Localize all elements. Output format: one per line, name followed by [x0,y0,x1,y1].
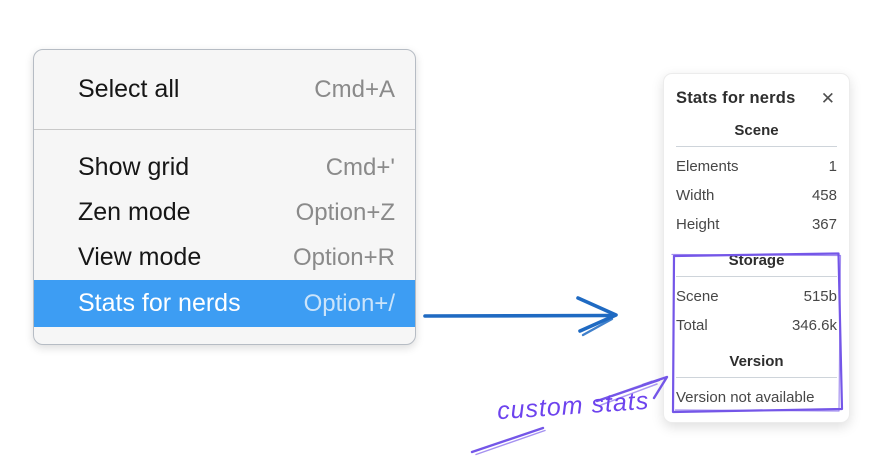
stat-label: Scene [676,288,719,305]
menu-item-label: Zen mode [78,198,191,226]
stat-row-height: Height 367 [676,210,837,239]
stats-panel: Stats for nerds ✕ Scene Elements 1 Width… [663,73,850,423]
menu-item-view-mode[interactable]: View mode Option+R [34,235,415,280]
section-divider [676,276,837,277]
stat-value: 515b [803,288,837,305]
blue-arrow [423,296,618,337]
menu-item-shortcut: Cmd+' [325,153,395,181]
menu-item-shortcut: Cmd+A [314,75,395,103]
menu-item-label: Show grid [78,153,190,181]
context-menu: Select all Cmd+A Show grid Cmd+' Zen mod… [33,49,416,345]
stat-label: Width [676,187,715,204]
menu-item-zen-mode[interactable]: Zen mode Option+Z [34,190,415,235]
stat-row-elements: Elements 1 [676,152,837,181]
menu-group: Show grid Cmd+' Zen mode Option+Z View m… [34,130,415,344]
menu-item-stats-for-nerds[interactable]: Stats for nerds Option+/ [34,280,415,327]
stats-panel-header: Stats for nerds ✕ [676,88,837,109]
menu-item-label: View mode [78,243,202,271]
menu-item-shortcut: Option+/ [303,289,395,317]
stat-label: Elements [676,158,739,175]
stat-label: Total [676,317,708,334]
stat-row-scene-size: Scene 515b [676,282,837,311]
section-divider [676,146,837,147]
stat-label: Height [676,216,720,233]
version-section: Version Version not available [676,353,837,413]
menu-divider [34,129,415,130]
stat-row-width: Width 458 [676,181,837,210]
menu-item-label: Stats for nerds [78,289,241,317]
storage-section: Storage Scene 515b Total 346.6k [676,252,837,340]
stats-panel-title: Stats for nerds [676,89,796,107]
menu-item-show-grid[interactable]: Show grid Cmd+' [34,145,415,190]
version-heading: Version [729,353,784,370]
version-note: Version not available [676,389,815,406]
scene-heading: Scene [734,122,779,139]
stat-value: 458 [811,187,837,204]
section-divider [676,377,837,378]
menu-item-shortcut: Option+Z [295,198,395,226]
stat-value: 1 [828,158,837,175]
scene-section: Scene Elements 1 Width 458 Height 367 [676,122,837,239]
stat-value: 367 [811,216,837,233]
menu-item-shortcut: Option+R [292,243,395,271]
close-icon[interactable]: ✕ [820,89,835,108]
stat-row-total-size: Total 346.6k [676,311,837,340]
stat-value: 346.6k [791,317,837,334]
menu-item-select-all[interactable]: Select all Cmd+A [34,50,415,129]
menu-item-label: Select all [78,75,180,103]
custom-stats-label: custom stats [496,386,651,426]
storage-heading: Storage [728,252,785,269]
